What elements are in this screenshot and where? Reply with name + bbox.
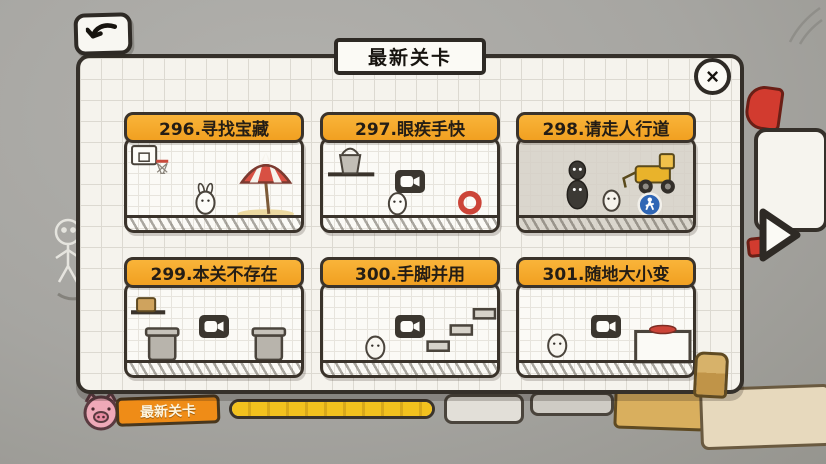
beach-umbrella-icon: [239, 152, 293, 214]
back-arrow-icon: [85, 20, 121, 48]
stacked-characters: [566, 160, 589, 210]
level-299-scene: [131, 297, 287, 362]
player-character: [195, 182, 216, 215]
ground-strip: [323, 215, 497, 230]
trash-bin-icon: [144, 327, 180, 362]
ground-strip: [519, 215, 693, 230]
popup-title: 最新关卡: [367, 47, 452, 69]
crate-icon: [136, 297, 157, 313]
level-title: 296.寻找宝藏: [124, 112, 304, 143]
level-title: 301.随地大小变: [516, 257, 696, 288]
level-296-scene: [131, 145, 294, 219]
player-character: [602, 189, 621, 212]
red-ring-icon: [458, 190, 482, 215]
trash-bin-icon: [251, 327, 287, 362]
wheel-loader-icon: [622, 153, 675, 194]
level-thumbnail: [124, 137, 304, 233]
level-card-grid: 296.寻找宝藏: [80, 112, 740, 378]
video-camera-icon: [395, 169, 425, 193]
level-thumbnail: [516, 137, 696, 233]
progress-fill: [232, 402, 432, 416]
wall-scribble: [786, 2, 824, 50]
level-card-297[interactable]: 297.眼疾手快: [320, 112, 500, 233]
level-title: 300.手脚并用: [320, 257, 500, 288]
level-301-scene: [547, 324, 692, 364]
level-300-scene: [365, 308, 497, 360]
level-title: 298.请走人行道: [516, 112, 696, 143]
ground-strip: [127, 360, 301, 375]
level-card-300[interactable]: 300.手脚并用: [320, 257, 500, 378]
player-character: [547, 333, 568, 358]
play-arrow-icon: [750, 208, 808, 271]
ground-strip: [323, 360, 497, 375]
background-panel-fragment: [444, 394, 524, 424]
paper-clip: [692, 351, 730, 399]
level-card-298[interactable]: 298.请走人行道: [516, 112, 696, 233]
ground-strip: [127, 215, 301, 230]
ground-strip: [519, 360, 693, 375]
stairs: [426, 308, 497, 352]
close-button[interactable]: ×: [694, 58, 731, 95]
bucket-icon: [338, 147, 362, 175]
level-thumbnail: [516, 282, 696, 378]
basketball-hoop-icon: [131, 145, 169, 174]
level-title: 299.本关不存在: [124, 257, 304, 288]
bottom-tab-latest-levels[interactable]: 最新关卡: [115, 394, 221, 427]
back-button[interactable]: [73, 12, 133, 56]
level-progress-bar: [229, 399, 435, 419]
level-thumbnail: [320, 137, 500, 233]
latest-levels-popup: 最新关卡 × 296.寻找宝藏: [76, 38, 744, 394]
level-card-301[interactable]: 301.随地大小变: [516, 257, 696, 378]
level-card-299[interactable]: 299.本关不存在: [124, 257, 304, 378]
level-card-296[interactable]: 296.寻找宝藏: [124, 112, 304, 233]
close-icon: ×: [706, 63, 719, 89]
popup-title-banner: 最新关卡: [334, 38, 486, 75]
video-camera-icon: [591, 314, 621, 338]
video-camera-icon: [395, 314, 425, 338]
level-thumbnail: [124, 282, 304, 378]
red-disc-icon: [648, 324, 677, 335]
video-camera-icon: [199, 314, 229, 338]
pedestrian-sign-icon: [637, 192, 663, 218]
next-page-button[interactable]: [750, 202, 808, 268]
player-character: [365, 335, 386, 360]
level-297-scene: [328, 147, 482, 216]
background-panel-fragment: [530, 392, 614, 416]
platform-box: [634, 324, 692, 364]
player-character: [387, 192, 407, 216]
level-thumbnail: [320, 282, 500, 378]
edge-decoration-red: [743, 83, 785, 133]
level-title: 297.眼疾手快: [320, 112, 500, 143]
